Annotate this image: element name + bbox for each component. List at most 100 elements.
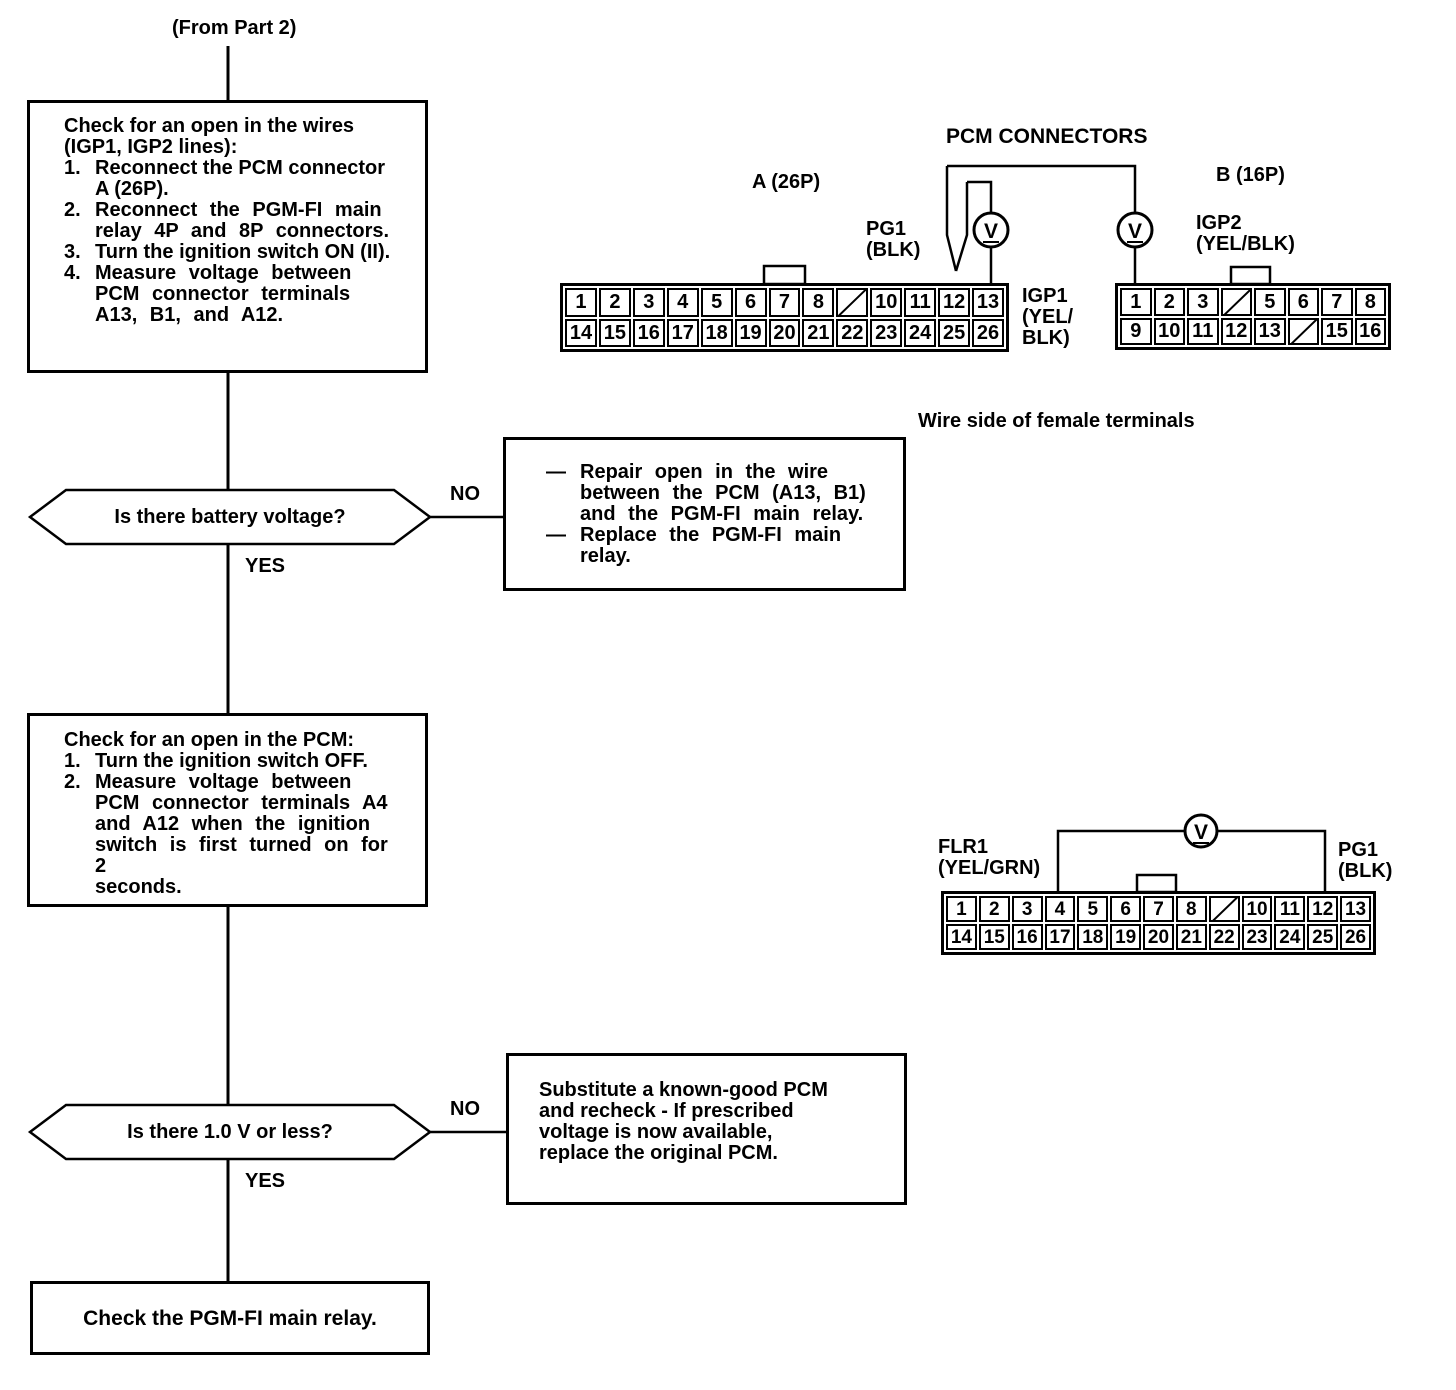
box1-title: Check for an open in the wires (IGP1, IG… bbox=[64, 115, 355, 158]
pin-cell: 12 bbox=[1220, 317, 1252, 345]
meter3-wire-right bbox=[1217, 829, 1327, 891]
meter-wire-top bbox=[947, 164, 1137, 213]
repair1-text-2: Replace the PGM-FI main relay. bbox=[580, 524, 842, 567]
pin-blank-slash bbox=[1287, 317, 1319, 345]
pg1-wire-label: PG1 (BLK) bbox=[866, 218, 921, 261]
pin-cell: 13 bbox=[1254, 317, 1286, 345]
pin-cell: 12 bbox=[938, 288, 971, 317]
bullet-dash: — bbox=[546, 524, 566, 546]
from-part-label: (From Part 2) bbox=[172, 17, 297, 39]
pin-cell: 15 bbox=[978, 924, 1010, 950]
pin-blank-slash bbox=[1220, 288, 1252, 316]
pin-cell: 14 bbox=[946, 924, 977, 950]
box1-step-2: 2. Reconnect the PGM-FI main relay 4P an… bbox=[64, 200, 411, 242]
voltmeter3-icon bbox=[1183, 813, 1219, 849]
pin-cell: 13 bbox=[972, 288, 1004, 317]
box2-step-1: 1. Turn the ignition switch OFF. bbox=[64, 751, 411, 772]
step-text: Measure voltage between PCM connector te… bbox=[95, 262, 352, 326]
step-number: 1. bbox=[64, 157, 81, 179]
step-text: Turn the ignition switch OFF. bbox=[95, 750, 368, 772]
pin-cell: 19 bbox=[1110, 924, 1142, 950]
pin-cell: 8 bbox=[1175, 896, 1207, 922]
process-box-check-wires: Check for an open in the wires (IGP1, IG… bbox=[27, 100, 428, 373]
pin-cell: 3 bbox=[1187, 288, 1219, 316]
probe-left-edge bbox=[945, 166, 958, 272]
connector-a-label: A (26P) bbox=[752, 171, 821, 193]
pg1-bottom-wire-label: PG1 (BLK) bbox=[1338, 839, 1393, 882]
step-text: Reconnect the PCM connector A (26P). bbox=[95, 157, 386, 200]
pin-cell: 2 bbox=[978, 896, 1010, 922]
step-number: 3. bbox=[64, 241, 81, 263]
pin-cell: 17 bbox=[666, 318, 699, 347]
meter-wire-inner bbox=[967, 180, 993, 213]
pin-cell: 18 bbox=[1077, 924, 1109, 950]
action-box-repair-open: — Repair open in the wire between the PC… bbox=[503, 437, 906, 591]
pin-cell: 21 bbox=[1175, 924, 1207, 950]
pin-cell: 1 bbox=[1120, 288, 1152, 316]
pin-cell: 20 bbox=[768, 318, 801, 347]
decision2-no-label: NO bbox=[450, 1098, 480, 1120]
pcm-connectors-title: PCM CONNECTORS bbox=[946, 125, 1148, 148]
wire-side-note: Wire side of female terminals bbox=[918, 410, 1195, 432]
pin-cell: 10 bbox=[1241, 896, 1273, 922]
connector-b-tab bbox=[1229, 265, 1272, 286]
voltmeter1-symbol: V bbox=[984, 220, 998, 243]
pin-cell: 15 bbox=[1321, 317, 1353, 345]
connector-a-tab bbox=[762, 264, 807, 286]
box2-title: Check for an open in the PCM: bbox=[64, 729, 355, 751]
pin-cell: 25 bbox=[938, 318, 971, 347]
pin-cell: 6 bbox=[734, 288, 767, 317]
pin-cell: 14 bbox=[565, 318, 597, 347]
voltmeter1-icon bbox=[972, 211, 1010, 249]
pin-cell: 8 bbox=[802, 288, 835, 317]
pin-cell: 11 bbox=[1187, 317, 1219, 345]
pin-cell: 22 bbox=[1208, 924, 1240, 950]
box2-step-2: 2. Measure voltage between PCM connector… bbox=[64, 772, 411, 898]
step-text: Reconnect the PGM-FI main relay 4P and 8… bbox=[95, 199, 390, 242]
pin-cell: 5 bbox=[1077, 896, 1109, 922]
pin-cell: 20 bbox=[1143, 924, 1174, 950]
pin-cell: 15 bbox=[598, 318, 631, 347]
pin-cell: 2 bbox=[1153, 288, 1185, 316]
process-box-check-pcm: Check for an open in the PCM: 1. Turn th… bbox=[27, 713, 428, 907]
box1-step-4: 4. Measure voltage between PCM connector… bbox=[64, 263, 411, 326]
pin-cell: 2 bbox=[598, 288, 631, 317]
decision2-yes-label: YES bbox=[245, 1170, 286, 1192]
pin-cell: 12 bbox=[1307, 896, 1339, 922]
repair2-text: Substitute a known-good PCM and recheck … bbox=[539, 1079, 828, 1164]
pin-blank-slash bbox=[1208, 896, 1240, 922]
pin-cell: 4 bbox=[666, 288, 699, 317]
pin-cell: 3 bbox=[1011, 896, 1043, 922]
pin-cell: 7 bbox=[768, 288, 801, 317]
step-text: Measure voltage between PCM connector te… bbox=[95, 771, 388, 898]
pin-cell: 8 bbox=[1354, 288, 1386, 316]
box1-step-1: 1. Reconnect the PCM connector A (26P). bbox=[64, 158, 411, 200]
pin-cell: 16 bbox=[1354, 317, 1386, 345]
terminal-box-check-relay: Check the PGM-FI main relay. bbox=[30, 1281, 430, 1355]
pin-blank-slash bbox=[836, 288, 869, 317]
pin-cell: 26 bbox=[1340, 924, 1371, 950]
pin-cell: 7 bbox=[1321, 288, 1353, 316]
decision1-yes-label: YES bbox=[245, 555, 286, 577]
decision1-no-label: NO bbox=[450, 483, 480, 505]
meter3-wire-left bbox=[1056, 829, 1185, 891]
box1-step-3: 3. Turn the ignition switch ON (II). bbox=[64, 242, 411, 263]
voltmeter3-symbol: V bbox=[1194, 821, 1208, 844]
pin-cell: 6 bbox=[1110, 896, 1142, 922]
repair1-item-1: — Repair open in the wire between the PC… bbox=[546, 462, 885, 525]
decision1-question: Is there battery voltage? bbox=[114, 505, 346, 528]
pin-cell: 11 bbox=[1274, 896, 1306, 922]
pin-cell: 5 bbox=[700, 288, 733, 317]
pin-cell: 25 bbox=[1307, 924, 1339, 950]
repair1-item-2: — Replace the PGM-FI main relay. bbox=[546, 525, 885, 567]
pin-cell: 23 bbox=[870, 318, 903, 347]
pin-cell: 24 bbox=[1274, 924, 1306, 950]
pin-cell: 16 bbox=[1011, 924, 1043, 950]
pin-cell: 22 bbox=[836, 318, 869, 347]
bullet-dash: — bbox=[546, 461, 566, 483]
